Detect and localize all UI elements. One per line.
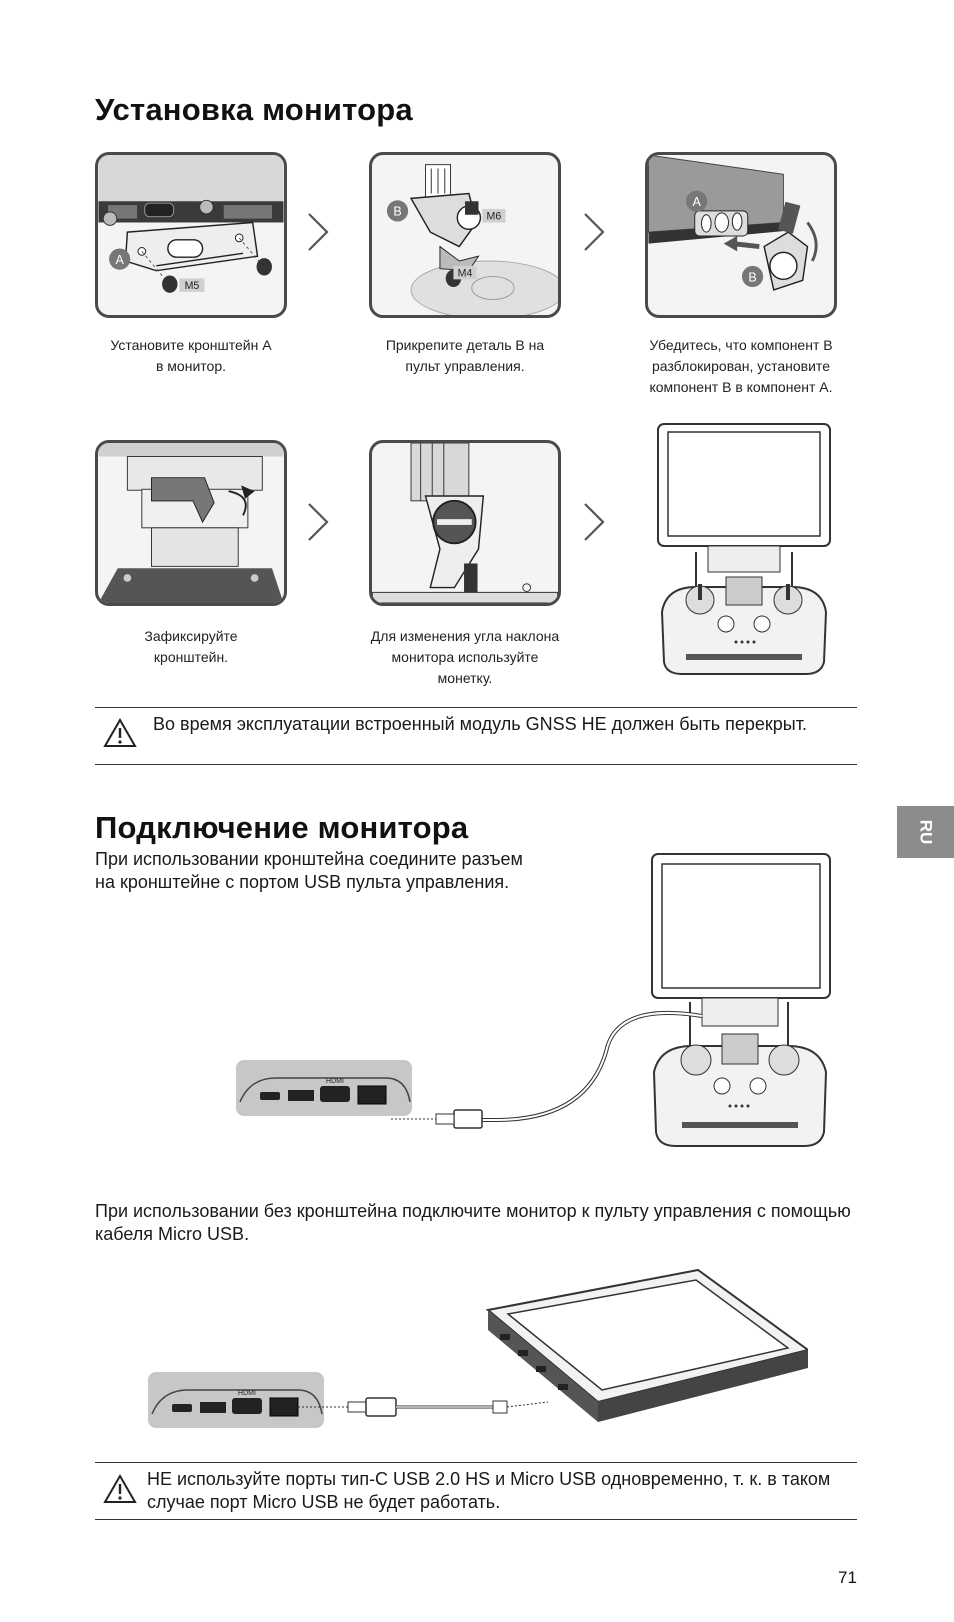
- language-tab: RU: [897, 806, 954, 858]
- step3-caption: Убедитесь, что компонент B разблокирован…: [649, 337, 833, 395]
- label-a: A: [692, 195, 701, 209]
- step4-caption: Зафиксируйте кронштейн.: [144, 628, 238, 665]
- warning-note-gnss: Во время эксплуатации встроенный модуль …: [95, 707, 857, 765]
- step3-image: A B: [645, 152, 837, 318]
- step2-image: B M6 M4: [369, 152, 561, 318]
- hdmi-label: HDMI: [238, 1390, 256, 1397]
- chevron-right-icon: [584, 503, 605, 541]
- step5-image: [369, 440, 561, 606]
- monitor-micro-usb-illustration: HDMI: [148, 1268, 808, 1428]
- warning-icon: [103, 1474, 137, 1503]
- assembled-controller-illustration: [657, 423, 831, 675]
- chevron-right-icon: [584, 213, 605, 251]
- warning-note-ports: НЕ используйте порты тип-C USB 2.0 HS и …: [95, 1462, 857, 1520]
- warning-text: НЕ используйте порты тип-C USB 2.0 HS и …: [147, 1469, 831, 1512]
- step1-image: A M5: [95, 152, 287, 318]
- controller-with-bracket-illustration: HDMI: [236, 853, 831, 1147]
- bracket-a-install-illustration: A M5: [98, 155, 284, 293]
- step2-caption: Прикрепите деталь В на пульт управления.: [385, 337, 545, 374]
- step5-caption: Для изменения угла наклона монитора испо…: [370, 628, 560, 686]
- label-m5: M5: [185, 280, 200, 292]
- label-m4: M4: [458, 267, 473, 279]
- connect-paragraph-cable: При использовании без кронштейна подключ…: [95, 1201, 851, 1244]
- label-b: B: [393, 205, 401, 219]
- section-title-connect: Подключение монитора: [95, 810, 469, 845]
- chevron-right-icon: [308, 503, 329, 541]
- warning-text: Во время эксплуатации встроенный модуль …: [153, 714, 807, 734]
- connect-paragraph-bracket: При использовании кронштейна соедините р…: [95, 849, 523, 892]
- step1-caption: Установите кронштейн А в монитор.: [110, 337, 272, 374]
- label-m6: M6: [487, 211, 502, 223]
- label-b: B: [748, 270, 756, 284]
- label-a: A: [115, 253, 124, 267]
- page-number: 71: [838, 1568, 857, 1587]
- warning-icon: [103, 718, 137, 747]
- chevron-right-icon: [308, 213, 329, 251]
- hdmi-label: HDMI: [326, 1078, 344, 1085]
- section-title-install: Установка монитора: [95, 92, 413, 127]
- step4-image: [95, 440, 287, 606]
